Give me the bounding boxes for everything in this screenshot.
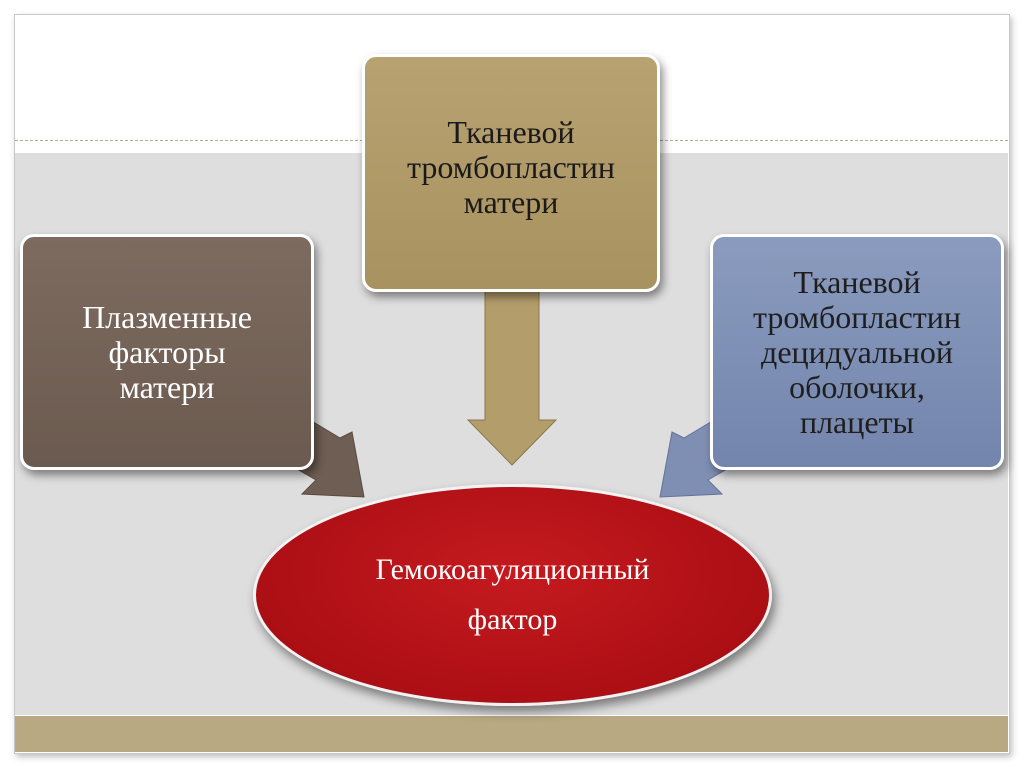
node-text: тромбопластин — [406, 149, 616, 185]
node-mother-tissue-thromboplastin: Тканевой тромбопластин матери — [362, 54, 660, 292]
node-text: Гемокоагуляционный — [375, 553, 650, 586]
node-text: факторы — [108, 333, 226, 370]
node-text: фактор — [467, 603, 558, 636]
node-plasma-factors: Плазменные факторы матери — [20, 234, 314, 470]
node-text: Плазменные — [82, 298, 252, 335]
arrow-down — [466, 284, 558, 466]
node-text: децидуальной — [761, 333, 953, 370]
node-text: Тканевой — [447, 114, 575, 150]
node-hemocoagulation-factor: Гемокоагуляционный фактор — [253, 484, 772, 706]
bottom-bar — [15, 716, 1008, 752]
node-text: Тканевой — [793, 263, 921, 300]
node-text: матери — [463, 184, 559, 220]
node-decidual-thromboplastin: Тканевой тромбопластин децидуальной обол… — [710, 234, 1004, 470]
node-text: плацеты — [799, 403, 915, 440]
node-text: матери — [119, 368, 215, 405]
node-text: оболочки, — [789, 368, 925, 405]
node-text: тромбопластин — [752, 298, 962, 335]
